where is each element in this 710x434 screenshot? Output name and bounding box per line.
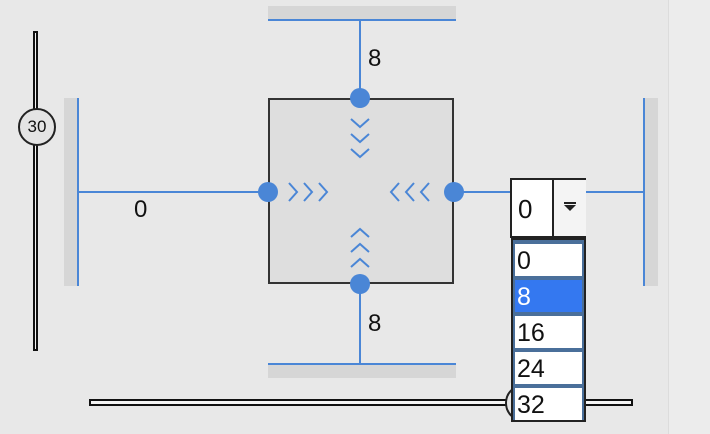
select-option[interactable]: 16 [515,316,582,348]
left-stem-line [78,191,268,193]
right-panel-edge [668,0,710,434]
right-guide-line [643,98,645,286]
dropdown-arrow-icon-bar [564,202,576,204]
right-stem-line-2 [586,191,644,193]
bottom-guide-line [268,363,456,365]
select-option-highlighted[interactable]: 8 [515,280,582,312]
chevron-up-icon [350,227,370,268]
top-handle[interactable] [350,88,370,108]
top-guide-line [268,19,456,21]
bottom-guide-bar [268,364,456,378]
vertical-slider-track[interactable] [33,31,38,351]
value-select[interactable]: 0 [510,178,586,238]
left-guide-bar [64,98,78,286]
vertical-slider-knob[interactable]: 30 [18,108,56,146]
left-value-label: 0 [134,196,148,223]
select-option[interactable]: 32 [515,388,582,420]
horizontal-slider-track[interactable] [89,399,633,406]
bottom-value-label: 8 [368,310,382,337]
right-handle[interactable] [444,182,464,202]
select-options-list: 0 8 16 24 32 [511,238,586,422]
select-option[interactable]: 24 [515,352,582,384]
top-value-label: 8 [368,45,382,72]
chevron-down-icon [350,118,370,159]
chevron-right-icon [288,182,329,202]
top-guide-bar [268,6,456,20]
left-handle[interactable] [258,182,278,202]
right-stem-line [454,191,510,193]
select-option[interactable]: 0 [515,244,582,276]
dropdown-arrow-icon [564,205,576,211]
bottom-stem-line [359,284,361,364]
select-current-value: 0 [518,194,533,224]
bottom-handle[interactable] [350,274,370,294]
top-stem-line [359,19,361,98]
select-dropdown-button[interactable] [552,180,586,236]
right-guide-bar [644,98,658,286]
chevron-left-icon [389,182,430,202]
